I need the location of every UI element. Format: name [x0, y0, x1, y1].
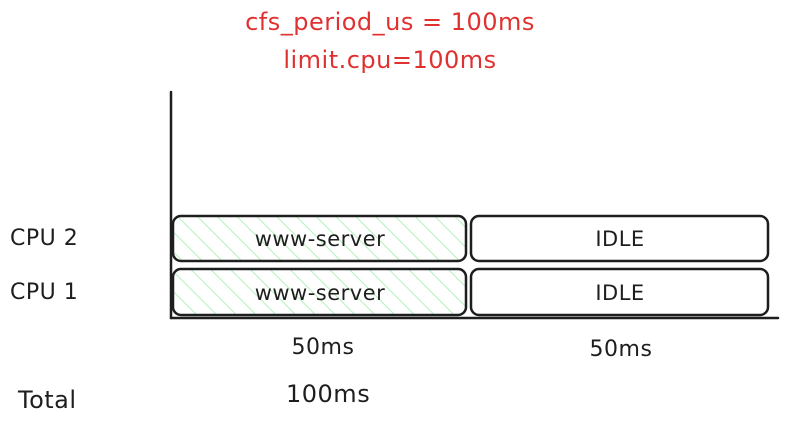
cpu1-busy-block: [171, 267, 468, 317]
segment-duration-busy: 50ms: [291, 335, 355, 360]
row-label-cpu2: CPU 2: [10, 226, 79, 251]
cpu2-idle-block: [469, 214, 770, 263]
total-label: Total: [18, 386, 77, 414]
cpu2-busy-block: [171, 214, 468, 263]
row-label-cpu1: CPU 1: [10, 280, 79, 305]
cpu2-busy-label: www-server: [255, 227, 386, 251]
segment-duration-idle: 50ms: [589, 337, 653, 362]
cpu2-idle-label: IDLE: [595, 227, 644, 251]
limit-annotation: limit.cpu=100ms: [283, 46, 497, 74]
cpu1-busy-label: www-server: [255, 281, 386, 305]
cpu1-idle-label: IDLE: [595, 281, 644, 305]
period-annotation: cfs_period_us = 100ms: [245, 8, 535, 36]
total-value: 100ms: [286, 380, 371, 408]
cpu1-idle-block: [469, 267, 770, 317]
